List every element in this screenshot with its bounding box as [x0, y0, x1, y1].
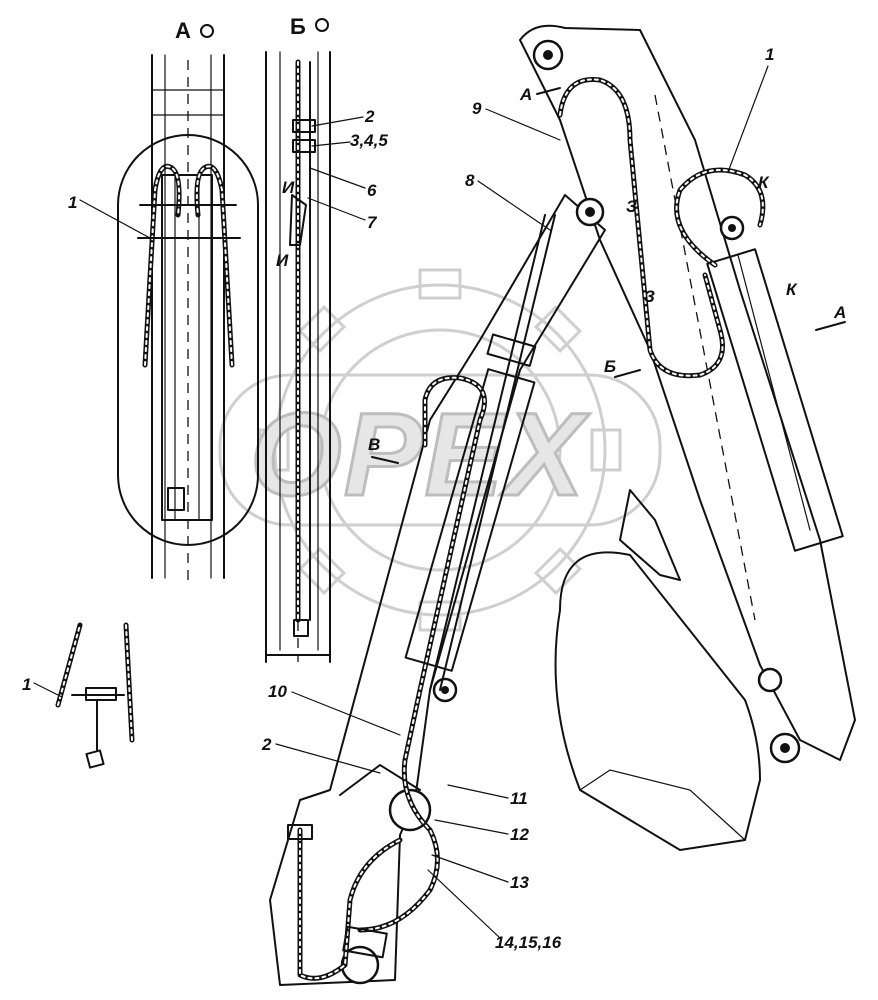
- callout-11: 11: [510, 789, 528, 808]
- section-k-upper: К: [758, 173, 770, 192]
- section-z-lower: З: [644, 287, 655, 306]
- section-z-upper: З: [626, 197, 637, 216]
- main-callout-1: 1: [765, 45, 774, 64]
- view-b-callout-2: 2: [364, 107, 375, 126]
- boom-body: [519, 24, 856, 761]
- boom-cylinder: [706, 248, 844, 552]
- view-b-callout-7: 7: [367, 213, 378, 232]
- callout-12: 12: [510, 825, 529, 844]
- view-a-title: А: [175, 18, 191, 43]
- callout-14-15-16: 14,15,16: [495, 933, 562, 952]
- watermark-gear-teeth: [258, 268, 622, 632]
- arrow-b-label: Б: [604, 357, 616, 376]
- callout-2-main: 2: [261, 735, 272, 754]
- section-k-lower: К: [786, 280, 798, 299]
- section-i-lower: И: [276, 251, 289, 270]
- view-a-cylinder: [161, 174, 213, 521]
- arrow-a-top-label: А: [519, 85, 532, 104]
- view-a-detail-outline: [117, 134, 259, 546]
- callout-13: 13: [510, 873, 529, 892]
- detail-1: 1: [22, 622, 135, 769]
- callout-9: 9: [472, 99, 482, 118]
- watermark: OPEX: [218, 268, 662, 632]
- arrow-v-label: В: [368, 435, 380, 454]
- view-b: Б 2 3,4,5 6 7 И И: [265, 14, 388, 663]
- arrow-a-side-label: А: [833, 303, 846, 322]
- section-i-upper: И: [282, 178, 295, 197]
- watermark-gear-inner: [318, 328, 562, 572]
- callout-10: 10: [268, 682, 287, 701]
- main-assembly: К К 1 А: [261, 24, 856, 986]
- view-a: А 1: [68, 18, 259, 580]
- boom-centerline: [654, 94, 756, 621]
- view-b-marker-icon: [315, 18, 329, 32]
- view-b-title: Б: [290, 14, 306, 39]
- view-b-callout-3-4-5: 3,4,5: [350, 131, 388, 150]
- watermark-text: OPEX: [250, 389, 590, 521]
- view-a-marker-icon: [200, 24, 214, 38]
- watermark-gear-ring: [273, 283, 607, 617]
- bucket: [554, 551, 761, 851]
- view-b-callout-6: 6: [367, 181, 377, 200]
- view-a-callout-1: 1: [68, 193, 77, 212]
- callout-8: 8: [465, 171, 475, 190]
- bucket-link-rear-pin: [757, 667, 783, 693]
- detail-1-callout-1: 1: [22, 675, 31, 694]
- watermark-badge: [218, 373, 662, 527]
- stick-cylinder: [404, 368, 536, 672]
